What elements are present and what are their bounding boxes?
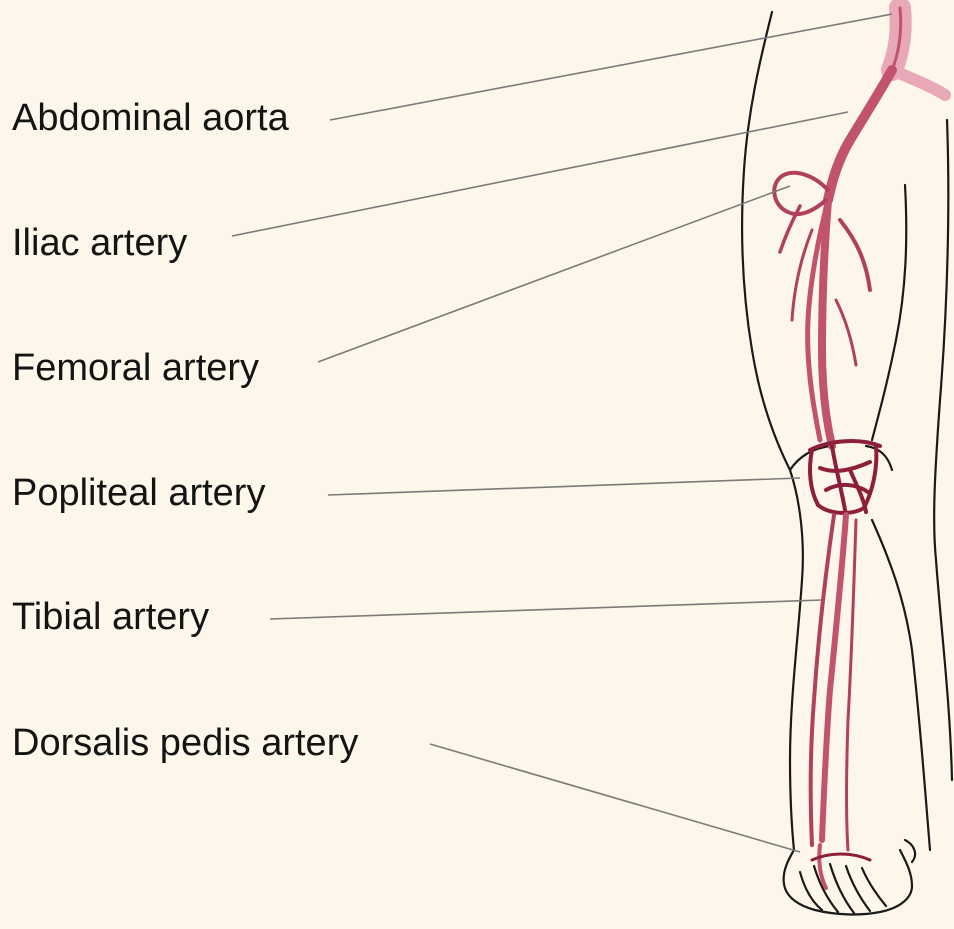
leader-aorta [330, 14, 892, 120]
popliteal-artery-vessel [810, 441, 880, 515]
label-femoral-artery: Femoral artery [12, 349, 259, 387]
leader-iliac [232, 112, 848, 236]
label-iliac-artery: Iliac artery [12, 224, 187, 262]
label-abdominal-aorta: Abdominal aorta [12, 99, 289, 137]
leader-popliteal [328, 478, 800, 495]
label-popliteal-artery: Popliteal artery [12, 474, 265, 512]
leader-femoral [318, 186, 790, 362]
artery-tree [774, 8, 945, 888]
leader-tibial [270, 600, 822, 619]
label-dorsalis-pedis-artery: Dorsalis pedis artery [12, 724, 358, 762]
label-tibial-artery: Tibial artery [12, 598, 209, 636]
femoral-artery-vessel [822, 200, 832, 446]
leader-dorsalis [430, 744, 800, 852]
iliac-artery-vessel [828, 70, 892, 200]
